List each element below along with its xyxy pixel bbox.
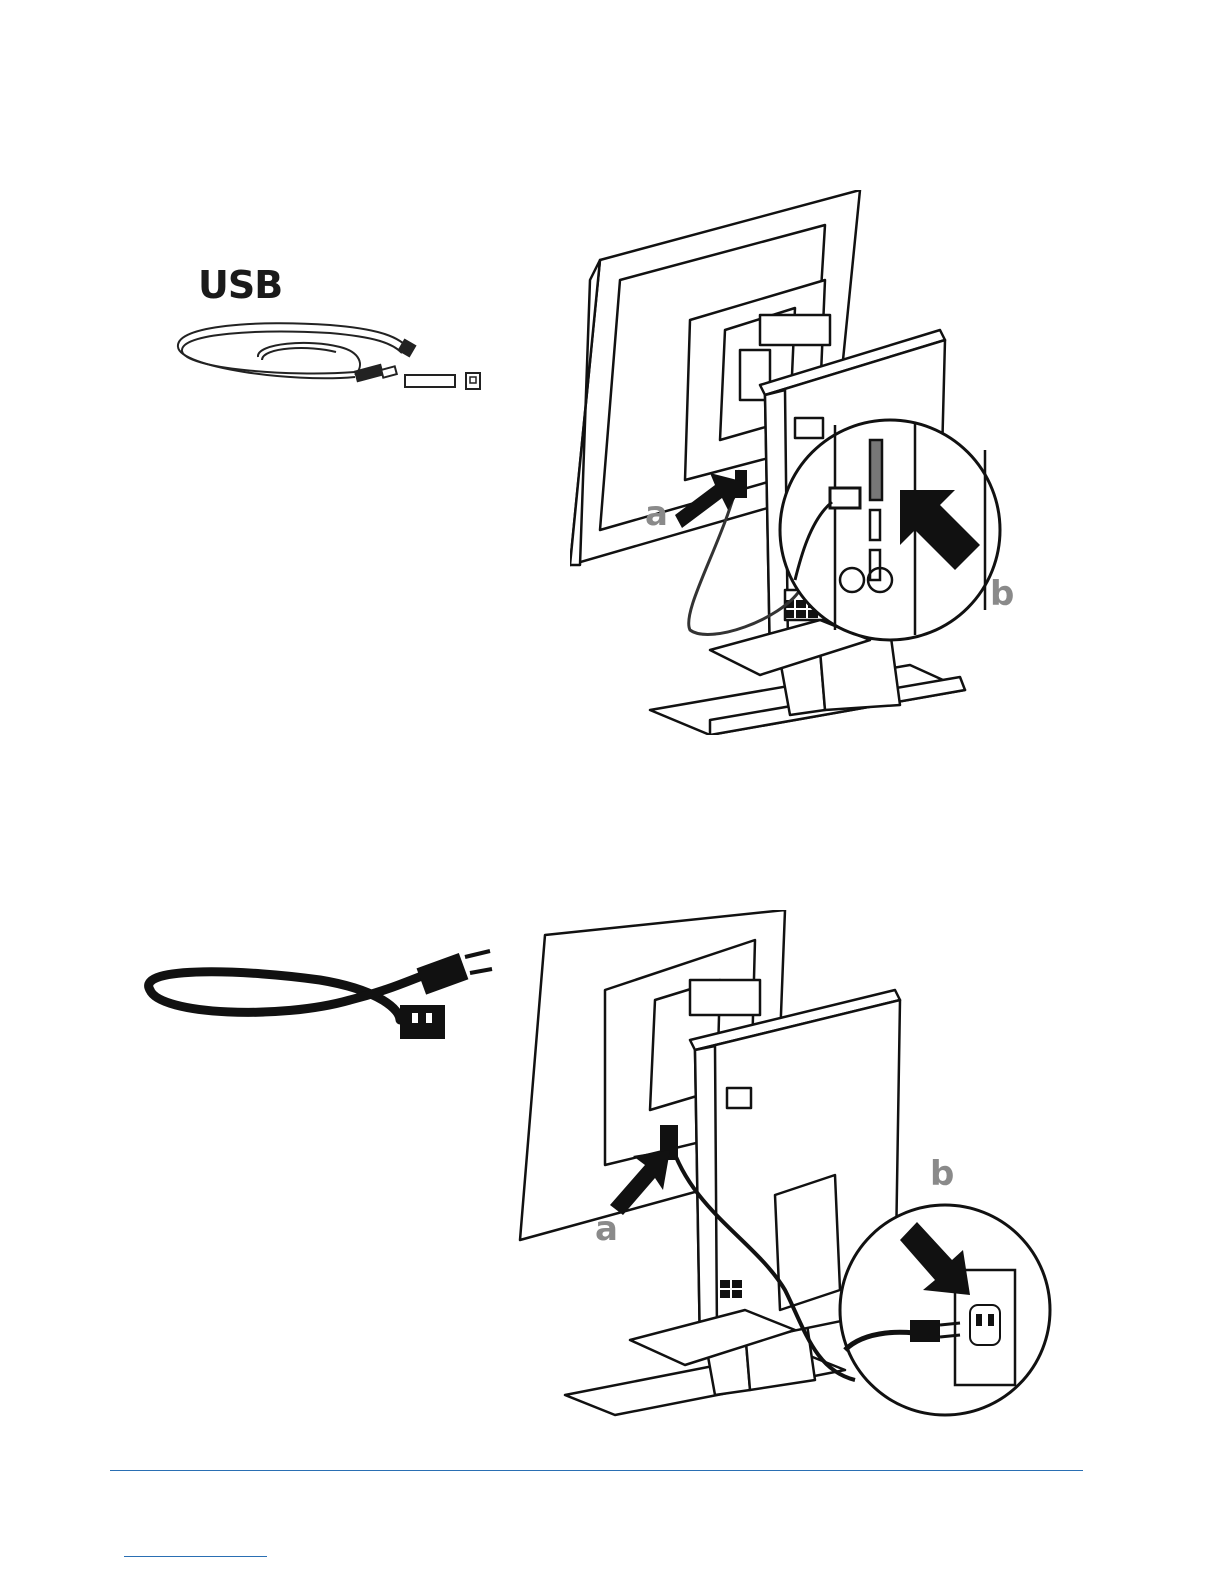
callout-b-label: b bbox=[930, 1154, 954, 1194]
usb-b-port-icon bbox=[466, 373, 480, 389]
callout-a-label: a bbox=[595, 1209, 618, 1249]
callout-a-label: a bbox=[645, 494, 668, 534]
footer-link-underline bbox=[124, 1556, 267, 1557]
power-connection-illustration: a b bbox=[505, 910, 1060, 1420]
power-cable-illustration bbox=[130, 945, 500, 1045]
power-plug-icon bbox=[910, 1320, 940, 1342]
usb-cable-illustration bbox=[170, 255, 500, 405]
magnifier-circle bbox=[840, 1205, 1050, 1415]
footer-divider bbox=[110, 1470, 1083, 1471]
usb-connection-illustration: a b bbox=[570, 190, 1020, 735]
callout-b-label: b bbox=[990, 574, 1014, 614]
power-plug-icon bbox=[417, 951, 492, 995]
iec-connector-icon bbox=[400, 1005, 445, 1039]
usb-a-port-icon bbox=[405, 375, 455, 387]
